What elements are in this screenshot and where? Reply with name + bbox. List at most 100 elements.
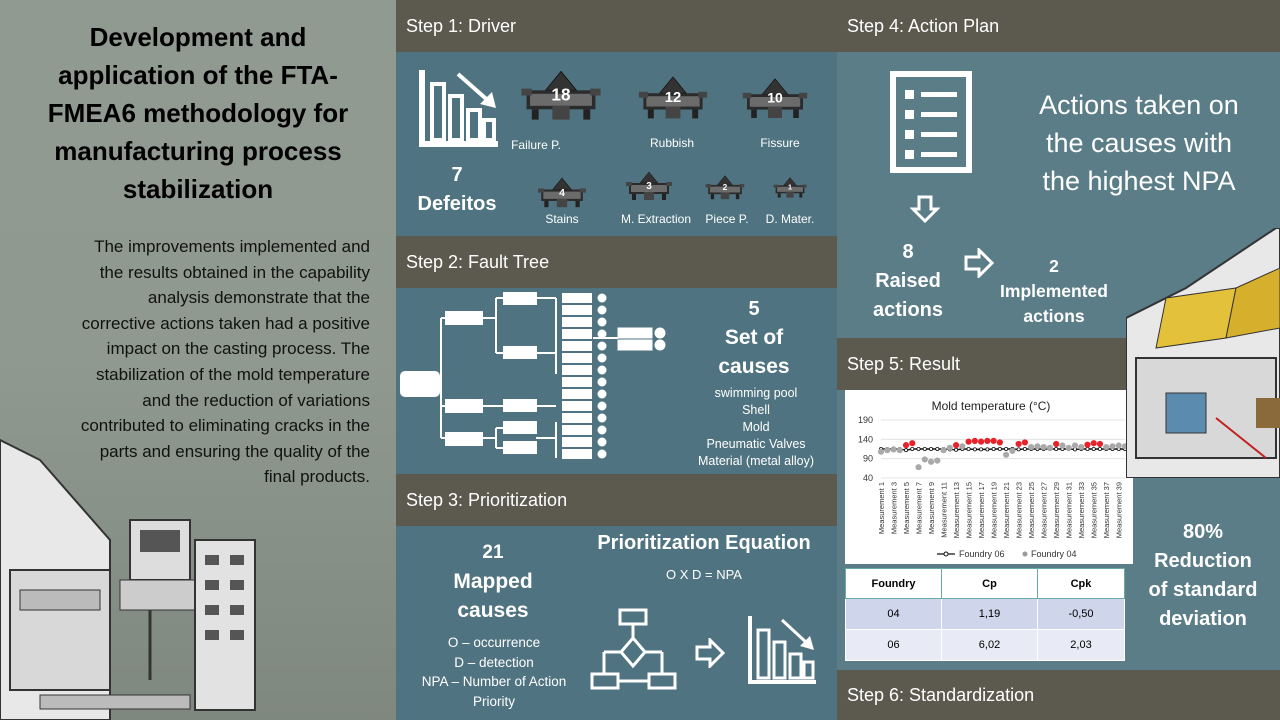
machine-icon: 12 xyxy=(638,76,708,119)
equation-text: O X D = NPA xyxy=(666,567,742,582)
data-point xyxy=(966,447,971,452)
raised-label-line: Raised xyxy=(875,270,941,292)
data-point xyxy=(927,458,935,465)
data-point xyxy=(1004,447,1009,452)
fault-tree-node xyxy=(562,437,592,447)
implemented-actions: 2 Implemented actions xyxy=(987,254,1121,329)
headline-line: Actions taken on xyxy=(1039,90,1239,120)
data-point xyxy=(935,447,940,452)
x-tick-label: Measurement 1 xyxy=(877,482,886,534)
fault-tree-node xyxy=(562,389,592,399)
summary-line: corrective actions taken had a positive xyxy=(81,313,370,333)
data-point xyxy=(984,437,991,444)
headline-line: the highest NPA xyxy=(1042,166,1236,196)
fault-tree-node xyxy=(562,425,592,435)
fault-tree-basic-event xyxy=(597,341,607,351)
fault-tree-basic-event xyxy=(597,329,607,339)
fault-tree-basic-event xyxy=(597,353,607,363)
data-point xyxy=(959,443,966,450)
legend-line: O – occurrence xyxy=(447,635,541,650)
x-tick-label: Measurement 5 xyxy=(902,482,911,534)
data-point xyxy=(1097,447,1102,452)
table-cell: 1,19 xyxy=(941,598,1038,630)
defects-label: Defeitos xyxy=(417,193,497,215)
fault-tree-basic-event xyxy=(597,413,607,423)
x-tick-label: Measurement 35 xyxy=(1090,482,1099,538)
data-point xyxy=(921,456,928,463)
nomenclature-legend: O – occurrence D – detection NPA – Numbe… xyxy=(404,633,584,711)
machine-icon: 2 xyxy=(705,175,745,200)
data-point xyxy=(985,447,990,452)
defects-count: 7 xyxy=(451,164,463,186)
data-point xyxy=(946,444,953,451)
x-tick-label: Measurement 21 xyxy=(1002,482,1011,538)
defect-label: M. Extraction xyxy=(620,212,692,226)
reduction-line: deviation xyxy=(1159,608,1247,630)
reduction-line: Reduction xyxy=(1154,550,1252,572)
step1-title: Step 1: Driver xyxy=(406,15,517,36)
title-line: manufacturing process xyxy=(54,136,342,166)
x-tick-label: Measurement 7 xyxy=(915,482,924,534)
data-point xyxy=(1022,447,1027,452)
reduction-result: 80% Reduction of standard deviation xyxy=(1137,518,1269,634)
defect-count: 12 xyxy=(665,90,681,106)
data-point xyxy=(910,447,915,452)
legend-label: Foundry 06 xyxy=(959,549,1005,559)
legend-line: Priority xyxy=(472,693,515,709)
fault-tree-node xyxy=(562,317,592,327)
x-tick-label: Measurement 33 xyxy=(1077,482,1086,538)
x-tick-label: Measurement 23 xyxy=(1015,482,1024,538)
step6-title: Step 6: Standardization xyxy=(847,684,1035,705)
defect-count: 4 xyxy=(559,188,565,199)
arrow-down-icon xyxy=(910,195,940,224)
data-point xyxy=(1109,443,1116,450)
data-point xyxy=(1016,447,1021,452)
data-point xyxy=(877,448,885,455)
title-line: Development and xyxy=(89,22,307,52)
data-point xyxy=(922,447,927,452)
data-point xyxy=(990,437,997,444)
summary-line: the results obtained in the capability xyxy=(99,262,370,282)
x-tick-label: Measurement 37 xyxy=(1102,482,1111,538)
implemented-count: 2 xyxy=(1049,256,1059,276)
data-point xyxy=(1090,440,1097,447)
mold-temperature-chart: Mold temperature (°C)4090140190Measureme… xyxy=(858,399,1129,559)
headline-line: the causes with xyxy=(1045,128,1233,158)
y-tick-label: 90 xyxy=(863,454,873,464)
table-cell: 2,03 xyxy=(1037,629,1125,661)
fault-tree-basic-event xyxy=(597,293,607,303)
defect-count: 1 xyxy=(788,183,792,192)
title-line: application of the FTA- xyxy=(58,60,338,90)
data-point xyxy=(1003,451,1010,458)
summary-line: final products. xyxy=(264,467,370,487)
data-point xyxy=(1054,447,1059,452)
mapped-label-line: causes xyxy=(457,599,529,622)
data-point xyxy=(916,447,921,452)
defect-label: D. Mater. xyxy=(765,212,815,226)
legend-label: Foundry 04 xyxy=(1031,549,1077,559)
step4-title: Step 4: Action Plan xyxy=(847,15,1000,36)
capability-table: Foundry Cp Cpk 04 1,19 -0,50 06 6,02 2,0… xyxy=(845,568,1125,661)
causes-title-line: causes xyxy=(718,355,790,378)
arrow-right-icon xyxy=(695,638,726,668)
left-column: Development and application of the FTA- … xyxy=(0,0,396,720)
data-point xyxy=(1015,440,1022,448)
action-headline: Actions taken on the causes with the hig… xyxy=(1019,86,1259,200)
equation-title: Prioritization Equation xyxy=(597,532,811,554)
summary-line: parts and ensuring the quality of the xyxy=(99,441,370,461)
step3-panel: 21 Mapped causes O – occurrence D – dete… xyxy=(396,526,837,720)
checklist-icon xyxy=(890,71,972,173)
fault-tree-node xyxy=(562,293,592,303)
step1-header: Step 1: Driver xyxy=(396,0,837,52)
implemented-label-line: Implemented xyxy=(1000,281,1108,301)
fault-tree-node xyxy=(562,401,592,411)
defect-count: 3 xyxy=(646,181,652,192)
fault-tree-node xyxy=(562,449,592,459)
summary-text: The improvements implemented and the res… xyxy=(22,234,370,490)
legend-line: D – detection xyxy=(454,654,534,670)
flowchart-icon xyxy=(590,608,677,690)
data-point xyxy=(1096,440,1104,448)
x-tick-label: Measurement 17 xyxy=(977,482,986,538)
